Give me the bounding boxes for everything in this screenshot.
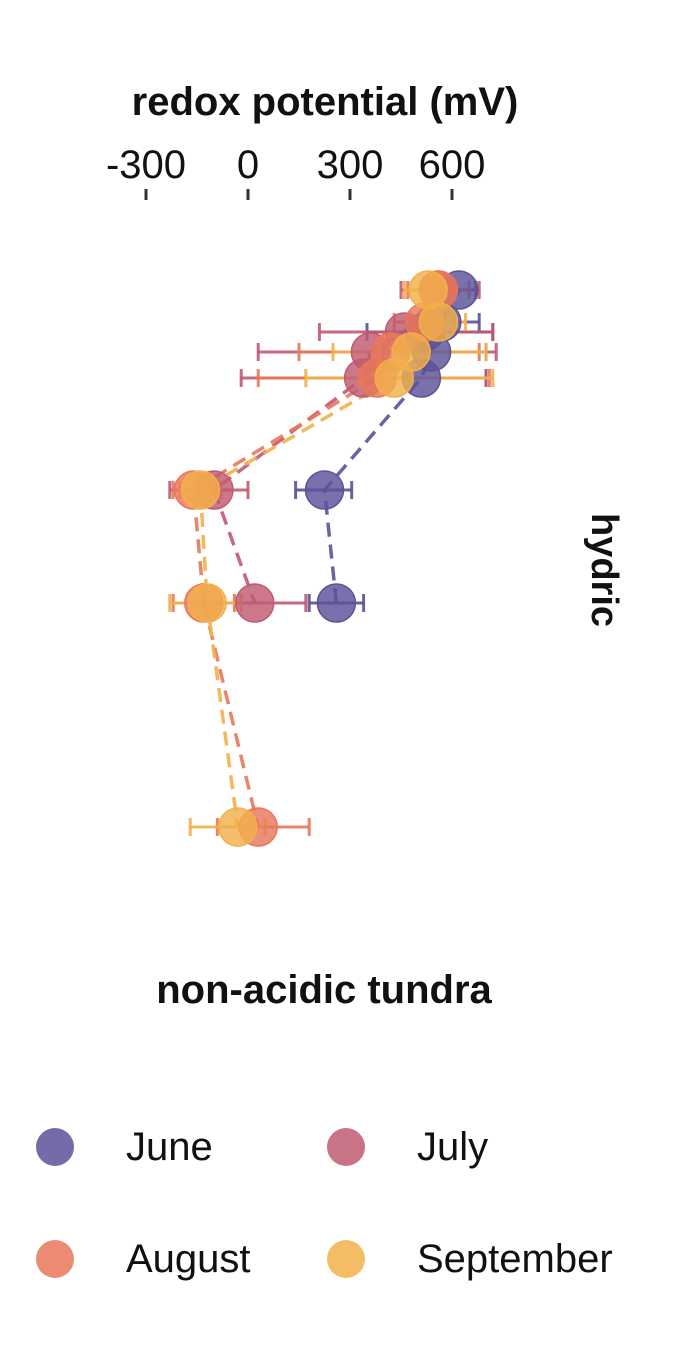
data-point-september	[374, 358, 414, 398]
legend-marker-september	[327, 1240, 365, 1278]
data-point-june	[304, 470, 345, 510]
strip-label: hydric	[583, 512, 625, 628]
data-point-june	[316, 583, 357, 623]
x-axis-title: redox potential (mV)	[131, 80, 519, 124]
legend-marker-june	[36, 1128, 74, 1166]
x-tick-label: 300	[317, 143, 384, 187]
legend-item-august: August	[36, 1237, 251, 1281]
legend-label-september: September	[417, 1237, 613, 1281]
x-tick-label: 600	[419, 143, 486, 187]
legend-label-july: July	[417, 1125, 489, 1169]
data-point-september	[418, 302, 459, 342]
legend-label-august: August	[126, 1237, 251, 1281]
legend-item-july: July	[327, 1125, 488, 1169]
legend-item-june: June	[36, 1125, 213, 1169]
data-point-september	[218, 807, 258, 847]
legend-marker-august	[36, 1240, 74, 1278]
data-point-september	[180, 470, 221, 510]
x-tick-label: 0	[237, 143, 259, 187]
legend-label-june: June	[126, 1125, 213, 1169]
legend-marker-july	[327, 1128, 365, 1166]
data-point-july	[235, 583, 275, 623]
facet-label: non-acidic tundra	[156, 968, 492, 1012]
x-tick-label: -300	[106, 143, 186, 187]
legend-item-september: September	[327, 1237, 613, 1281]
data-point-september	[187, 583, 227, 623]
